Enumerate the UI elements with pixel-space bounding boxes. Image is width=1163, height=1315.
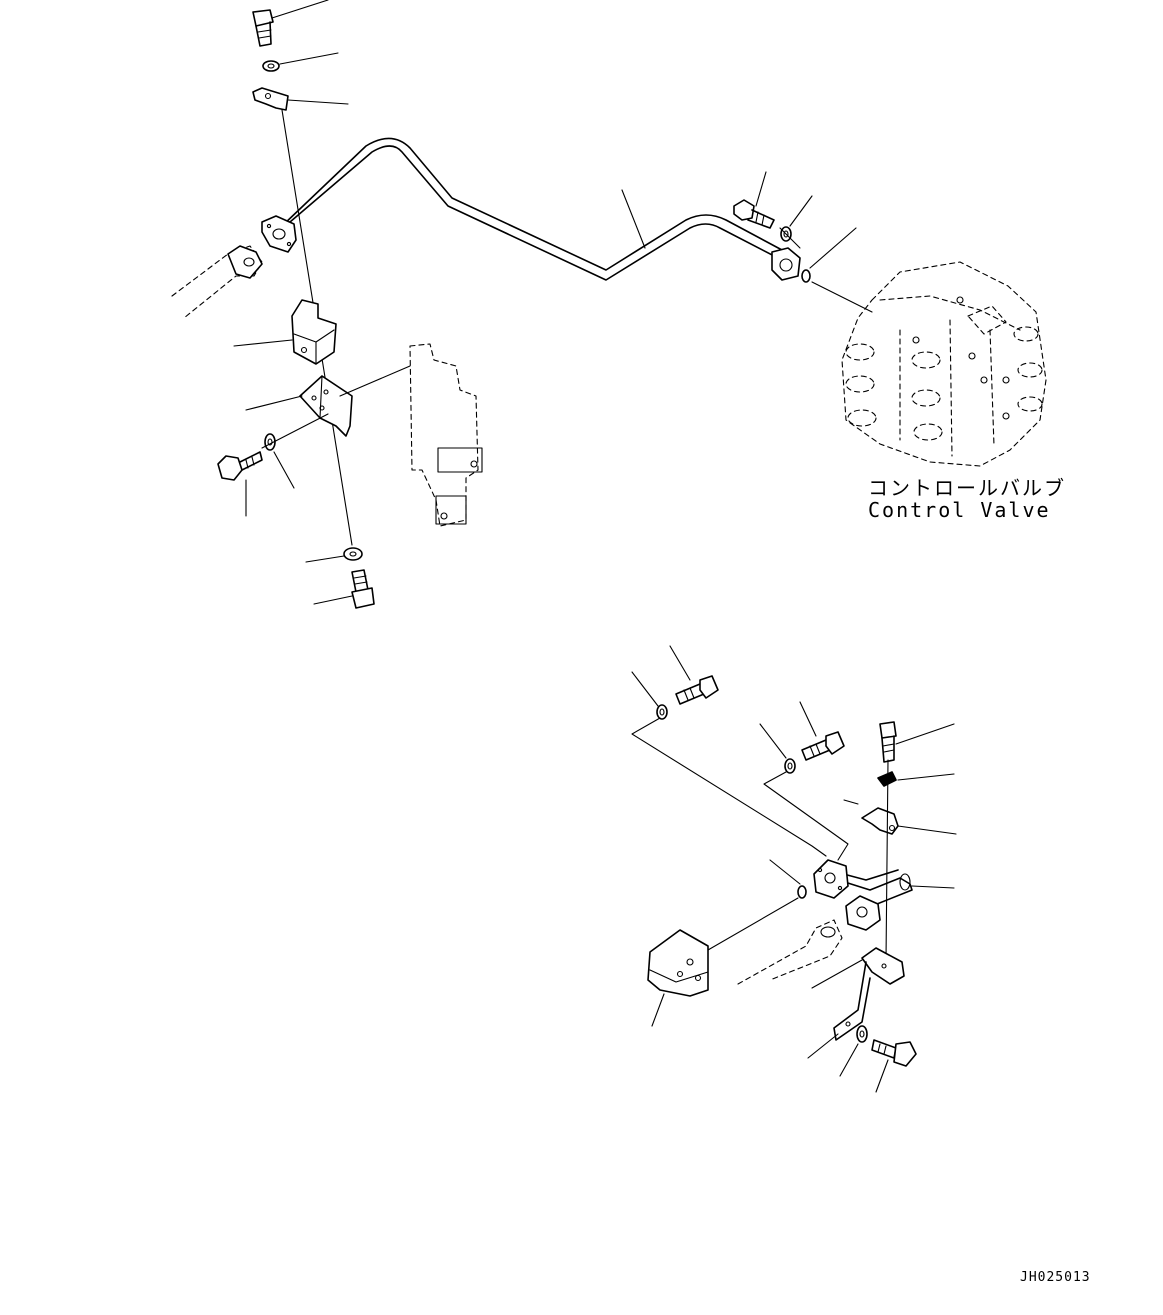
valve-washer: [780, 226, 792, 242]
leader-line-valve-washer: [789, 195, 813, 227]
leader-line-bottom-washer: [305, 555, 345, 563]
leader-line-pipe: [621, 189, 646, 249]
leader-line-lower-bracket: [811, 959, 863, 989]
lower-washer-3: [856, 1025, 868, 1043]
top-clamp: [252, 87, 289, 111]
pipe-flange-left: [261, 215, 297, 253]
valve-flange-bolt: [733, 199, 775, 229]
lower-bolt-1: [675, 675, 719, 705]
leader-line-o-ring: [809, 227, 857, 269]
bottom-washer: [343, 547, 363, 561]
leader-line-side-washer: [273, 451, 295, 489]
lower-bolt-4: [871, 1039, 917, 1067]
leader-line-bottom-bolt: [313, 595, 353, 605]
leader-line-lower-washer-1: [631, 671, 659, 707]
leader-line-lower-bolt-4: [875, 1059, 889, 1093]
top-washer: [262, 60, 280, 72]
leader-line-lower-washer-2: [759, 723, 787, 759]
leader-line-elbow-pipe: [911, 885, 955, 889]
leader-line-pump-body: [651, 993, 665, 1027]
lower-washer-1: [656, 704, 668, 720]
top-bolt: [252, 9, 274, 47]
elbow-flange-lower: [845, 895, 881, 931]
control-valve-ghost: [841, 261, 1047, 467]
leader-line-bracket: [245, 395, 303, 411]
lower-lock-washer: [877, 771, 897, 787]
assembly-axis-bracket: [339, 365, 411, 397]
leader-line-lower-bolt-2: [799, 701, 817, 737]
hose-stub: [171, 245, 263, 319]
assembly-axis-lower: [885, 759, 889, 961]
leader-line-top-washer: [279, 52, 339, 65]
mounting-bracket: [299, 375, 353, 437]
control-valve-label-jp: コントロールバルブ: [868, 476, 1066, 500]
lower-o-ring: [797, 885, 807, 899]
o-ring: [801, 269, 811, 283]
leader-line-top-bolt: [271, 0, 329, 19]
lower-bolt-3: [879, 721, 897, 763]
leader-line-lower-bolt-3: [895, 723, 955, 745]
lower-hose-stub: [737, 919, 843, 985]
bottom-bolt: [351, 569, 375, 609]
pump-body: [647, 929, 709, 997]
leader-line-lower-lock-washer: [897, 773, 955, 781]
leader-line-adapter: [233, 339, 293, 347]
elbow-flange-upper: [813, 859, 849, 899]
leader-line-valve-bolt: [755, 171, 767, 207]
assembly-axis-valve: [811, 281, 873, 313]
lower-assembly: [631, 645, 957, 1093]
control-valve-label-en: Control Valve: [868, 498, 1051, 522]
adapter-block: [291, 299, 337, 365]
assembly-path-1: [631, 717, 827, 857]
side-washer: [264, 433, 276, 451]
side-bolt: [217, 451, 263, 481]
main-pipe: [281, 137, 783, 281]
upper-assembly: [171, 0, 1047, 609]
lower-bracket: [833, 947, 905, 1041]
assembly-path-2: [763, 771, 849, 861]
leader-line-lower-clamp: [897, 825, 957, 835]
leader-line-lower-bracket-2: [807, 1033, 839, 1059]
leader-line-top-clamp: [287, 99, 349, 105]
assembly-axis-pump: [707, 897, 799, 951]
leader-line-lower-washer-3: [839, 1043, 859, 1077]
assembly-axis-washer: [261, 413, 329, 449]
frame-ghost: [409, 343, 483, 527]
leader-line-lower-o-ring: [769, 859, 801, 885]
leader-line-lower-bolt-1: [669, 645, 691, 681]
pipe-flange-right: [771, 247, 801, 281]
drawing-number: JH025013: [1020, 1270, 1091, 1285]
lower-bolt-2: [801, 731, 845, 761]
lower-washer-2: [784, 758, 796, 774]
lower-clamp: [843, 799, 899, 835]
